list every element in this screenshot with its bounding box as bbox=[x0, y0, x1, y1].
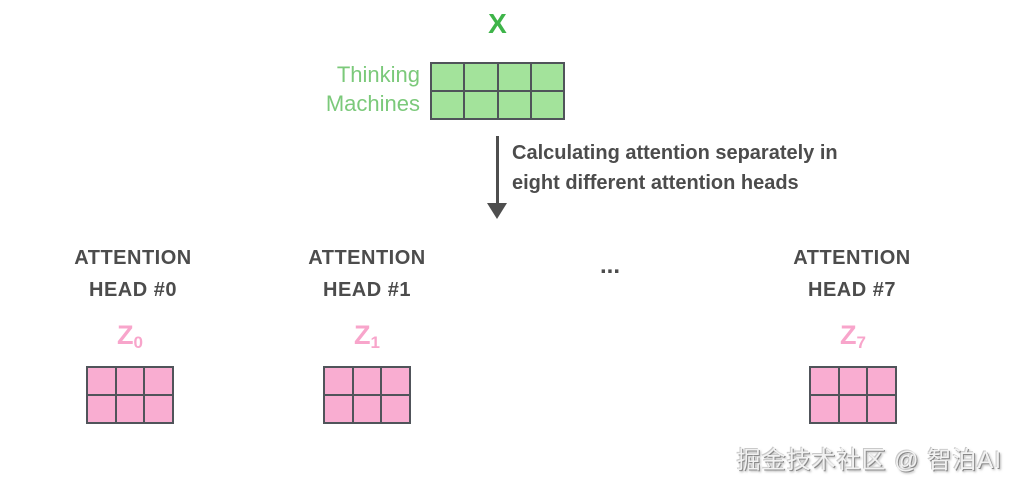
z0-base: Z bbox=[117, 320, 134, 350]
down-arrow-line bbox=[496, 136, 499, 204]
input-tokens-label: Thinking Machines bbox=[250, 60, 420, 118]
input-token-machines: Machines bbox=[325, 91, 420, 116]
z7-matrix-grid bbox=[809, 366, 897, 424]
matrix-cell bbox=[531, 92, 563, 118]
z0-matrix-grid bbox=[86, 366, 174, 424]
z1-matrix-grid bbox=[323, 366, 411, 424]
matrix-cell bbox=[531, 64, 563, 90]
matrix-cell bbox=[868, 396, 895, 422]
z1-base: Z bbox=[354, 320, 371, 350]
matrix-cell bbox=[432, 64, 464, 90]
matrix-cell bbox=[839, 396, 867, 422]
matrix-cell bbox=[88, 368, 115, 394]
matrix-cell bbox=[465, 64, 497, 90]
down-arrow-head-icon bbox=[487, 203, 507, 219]
arrow-caption-line1: Calculating attention separately in bbox=[512, 142, 838, 164]
input-matrix-grid bbox=[430, 62, 565, 120]
attention-head-7-title-line2: HEAD #7 bbox=[808, 279, 896, 301]
attention-head-7-title-line1: ATTENTION bbox=[793, 247, 911, 269]
input-matrix-title: X bbox=[488, 8, 507, 39]
matrix-cell bbox=[498, 64, 530, 90]
attention-head-0-title-line2: HEAD #0 bbox=[89, 279, 177, 301]
matrix-cell bbox=[116, 368, 144, 394]
z1-subscript: 1 bbox=[370, 333, 380, 352]
z7-matrix-title: Z7 bbox=[809, 320, 897, 351]
z7-subscript: 7 bbox=[856, 333, 866, 352]
heads-ellipsis: ... bbox=[599, 252, 620, 279]
z0-matrix-title: Z0 bbox=[86, 320, 174, 351]
matrix-cell bbox=[839, 368, 867, 394]
matrix-cell bbox=[353, 396, 381, 422]
matrix-cell bbox=[325, 396, 352, 422]
matrix-cell bbox=[116, 396, 144, 422]
matrix-cell bbox=[432, 92, 464, 118]
matrix-cell bbox=[465, 92, 497, 118]
matrix-cell bbox=[353, 368, 381, 394]
matrix-cell bbox=[868, 368, 895, 394]
matrix-cell bbox=[88, 396, 115, 422]
arrow-caption: Calculating attention separately in eigh… bbox=[512, 138, 932, 198]
z0-subscript: 0 bbox=[133, 333, 143, 352]
z1-matrix-title: Z1 bbox=[323, 320, 411, 351]
attention-head-1-title-line1: ATTENTION bbox=[308, 247, 426, 269]
attention-head-1-title: ATTENTION HEAD #1 bbox=[257, 242, 477, 306]
matrix-cell bbox=[382, 368, 409, 394]
matrix-cell bbox=[811, 368, 838, 394]
watermark: 掘金技术社区 @ 智泊AI bbox=[736, 447, 1002, 474]
matrix-cell bbox=[382, 396, 409, 422]
matrix-cell bbox=[498, 92, 530, 118]
matrix-cell bbox=[145, 368, 172, 394]
matrix-cell bbox=[325, 368, 352, 394]
attention-head-7-title: ATTENTION HEAD #7 bbox=[742, 242, 962, 306]
arrow-caption-line2: eight different attention heads bbox=[512, 172, 799, 194]
matrix-cell bbox=[811, 396, 838, 422]
attention-head-1-title-line2: HEAD #1 bbox=[323, 279, 411, 301]
z7-base: Z bbox=[840, 320, 857, 350]
matrix-cell bbox=[145, 396, 172, 422]
attention-head-0-title: ATTENTION HEAD #0 bbox=[23, 242, 243, 306]
input-token-thinking: Thinking bbox=[336, 62, 420, 87]
attention-head-0-title-line1: ATTENTION bbox=[74, 247, 192, 269]
